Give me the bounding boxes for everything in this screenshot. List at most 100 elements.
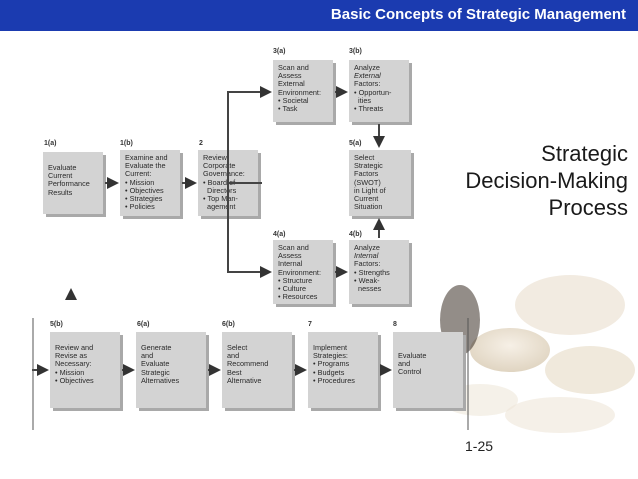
step-text-line: • Strengths [354,267,390,277]
step-text-line: ities [354,95,372,105]
step-text-line: Evaluate [48,163,77,172]
slide-header: Basic Concepts of Strategic Management [0,0,638,31]
step-label-5a: 5(a) [349,140,362,147]
step-label-3a: 3(a) [273,48,286,55]
step-text-line: • Mission [125,177,155,187]
step-text-line: Revise as [55,351,88,361]
step-text-line: • Culture [278,284,307,294]
step-text-line: Evaluate [398,351,427,360]
step-label-8: 8 [393,321,397,328]
step-label-7: 7 [308,321,312,328]
step-text-line: • Structure [278,275,313,285]
step-text-line: Alternatives [141,375,180,385]
step-text-line: Scan and [278,243,309,252]
step-text-line: Results [48,187,73,197]
step-text-line: Analyze [354,63,380,72]
step-text-line: Select [354,153,375,162]
step-text-line: • Task [278,104,298,114]
step-label-4a: 4(a) [273,231,286,238]
slide-title: Strategic Decision-Making Process [428,140,628,221]
step-text-line: Review [203,153,227,162]
step-text-line: • Threats [354,104,384,114]
step-label-3b: 3(b) [349,48,362,55]
step-text-line: External [354,71,381,81]
step-text-line: Internal [354,251,379,261]
step-text-line: Internal [278,259,303,269]
step-text-line: Current [48,171,73,181]
slide-title-line1: Strategic [541,141,628,166]
step-text-line: • Societal [278,95,309,105]
step-text-line: • Mission [55,367,85,377]
step-text-line: Examine and [125,153,168,162]
step-text-line: and [227,351,240,361]
step-text-line: Factors: [354,79,381,89]
step-text-line: • Objectives [55,375,94,385]
slide-title-line2: Decision-Making [465,168,628,193]
step-text-line: Alternative [227,375,262,385]
step-text-line: Strategies: [313,351,348,361]
step-text-line: Control [398,367,422,377]
step-text-line: Implement [313,343,348,352]
step-text-line: • Strategies [125,194,163,204]
step-text-line: Recommend [227,359,269,369]
step-text-line: External [278,79,305,89]
step-text-line: • Objectives [125,185,164,195]
step-text-line: Factors [354,169,379,179]
step-text-line: Strategic [141,367,170,377]
step-text-line: Necessary: [55,359,92,369]
step-text-line: Governance: [203,169,245,179]
step-text-line: in Light of [354,185,386,195]
step-text-line: Performance [48,179,90,189]
header-title: Basic Concepts of Strategic Management [330,6,626,23]
step-text-line: Current [354,194,379,204]
step-text-line: and [398,359,411,369]
step-label-2: 2 [199,140,203,147]
step-text-line: Review and [55,343,94,352]
step-text-line: Environment: [278,87,321,97]
step-label-4b: 4(b) [349,231,362,238]
step-text-line: Evaluate the [125,161,166,171]
slide-title-line3: Process [548,195,628,220]
step-text-line: Environment: [278,267,321,277]
step-text-line: Generate [141,343,172,352]
step-text-line: nesses [354,284,382,294]
step-text-line: and [141,351,154,361]
step-text-line: Best [227,367,242,377]
step-label-1b: 1(b) [120,140,133,147]
step-text-line: • Budgets [313,367,345,377]
step-text-line: Current: [125,169,152,179]
step-text-line: • Programs [313,359,350,369]
step-text-line: • Resources [278,292,318,302]
step-text-line: Strategic [354,161,383,171]
page-number: 1-25 [465,438,494,454]
step-text-line: Evaluate [141,359,170,369]
step-text-line: • Weak- [354,275,380,285]
step-text-line: • Opportun- [354,87,392,97]
step-text-line: Directors [203,185,237,195]
step-text-line: Situation [354,202,383,212]
step-text-line: Assess [278,251,302,261]
step-text-line: Assess [278,71,302,81]
step-label-6b: 6(b) [222,321,235,328]
step-label-5b: 5(b) [50,321,63,328]
step-text-line: (SWOT) [354,177,381,187]
step-text-line: Corporate [203,161,236,171]
step-text-line: agement [203,202,236,212]
step-text-line: Analyze [354,243,380,252]
step-text-line: Select [227,343,248,352]
step-text-line: Scan and [278,63,309,72]
step-label-6a: 6(a) [137,321,150,328]
